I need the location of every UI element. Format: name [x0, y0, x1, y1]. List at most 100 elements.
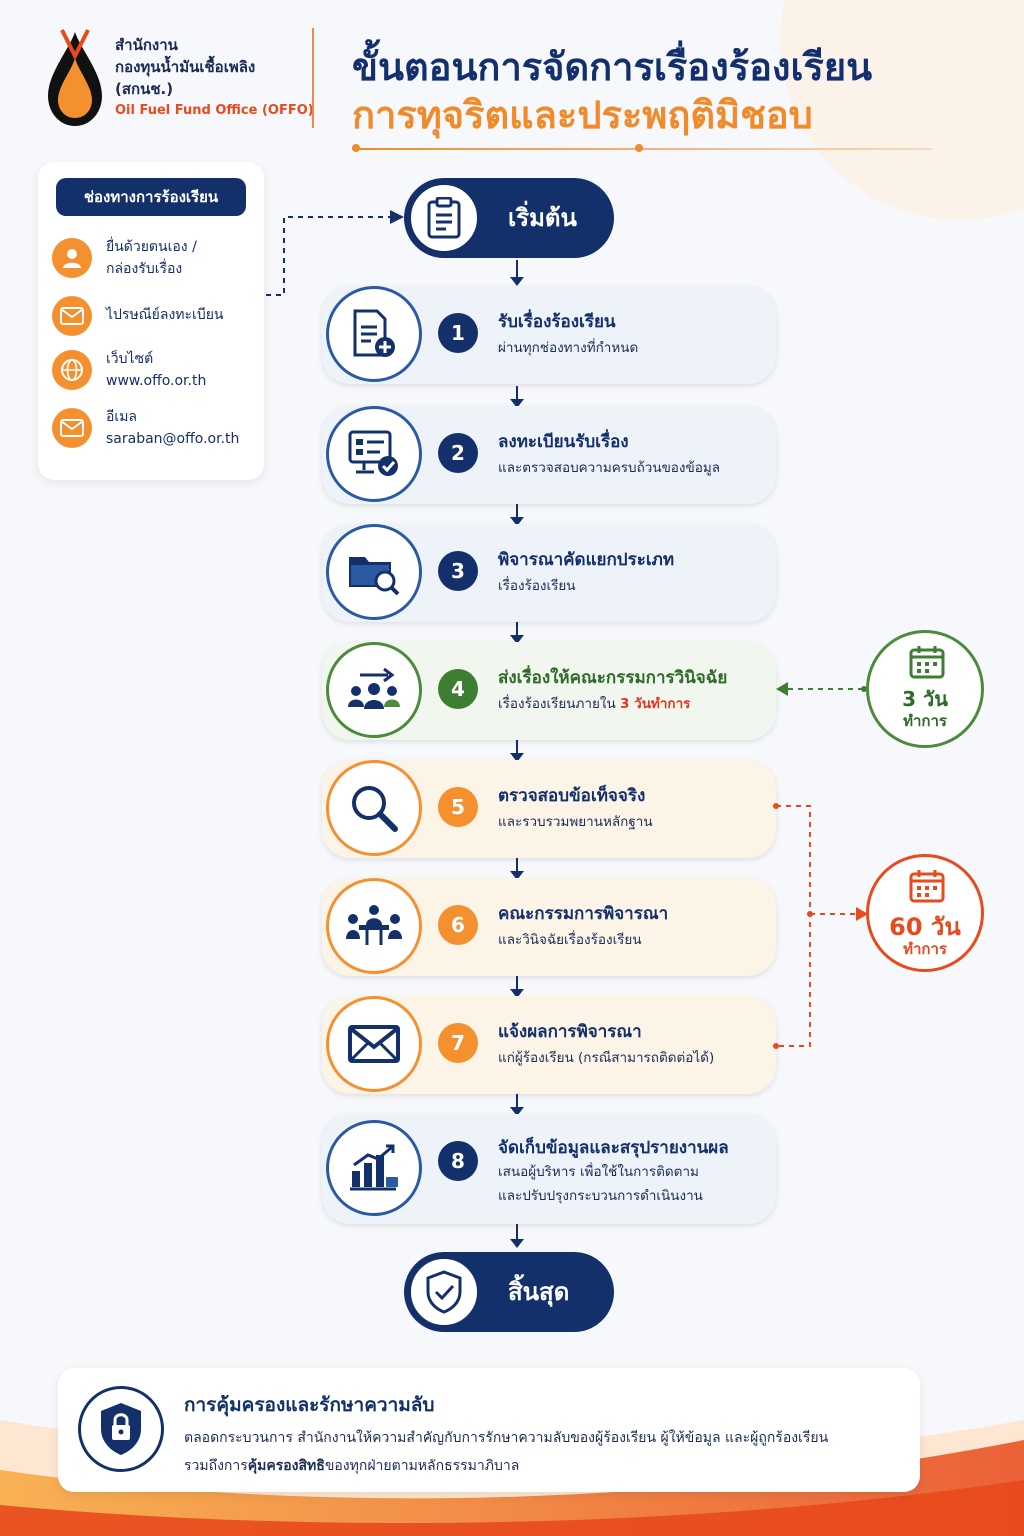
- envelope-icon: [326, 996, 422, 1092]
- title-dot: [352, 144, 360, 152]
- note-line2-prefix: รวมถึงการ: [184, 1458, 248, 1474]
- step-description: เรื่องร้องเรียนภายใน: [498, 696, 616, 712]
- step-description: เสนอผู้บริหาร เพื่อใช้ในการติดตาม: [498, 1164, 699, 1180]
- folder-search-icon: [326, 524, 422, 620]
- channel-label: ยื่นด้วยตนเอง /: [106, 239, 197, 255]
- report-chart-icon: [326, 1120, 422, 1216]
- lock-shield-icon: [78, 1386, 164, 1472]
- channels-title: ช่องทางการร้องเรียน: [56, 178, 246, 216]
- title-dot: [635, 144, 643, 152]
- step-description: และวินิจฉัยเรื่องร้องเรียน: [498, 932, 642, 948]
- channel-in-person: ยื่นด้วยตนเอง / กล่องรับเรื่อง: [52, 236, 262, 286]
- step-number: 4: [438, 669, 478, 709]
- step-8: 8 จัดเก็บข้อมูลและสรุปรายงานผล เสนอผู้บร…: [322, 1114, 776, 1224]
- deadline-badge-3-days: 3 วัน ทำการ: [866, 630, 984, 748]
- step-description: และปรับปรุงกระบวนการดำเนินงาน: [498, 1188, 703, 1204]
- flow-arrow: [510, 1094, 524, 1116]
- complaint-channels-panel: ช่องทางการร้องเรียน ยื่นด้วยตนเอง / กล่อ…: [38, 162, 264, 480]
- flow-arrow: [510, 1224, 524, 1248]
- confidentiality-note: การคุ้มครองและรักษาความลับ ตลอดกระบวนการ…: [58, 1368, 920, 1492]
- start-node: เริ่มต้น: [404, 178, 614, 258]
- step-title: ลงทะเบียนรับเรื่อง: [498, 432, 629, 452]
- start-label: เริ่มต้น: [508, 204, 577, 232]
- channel-email: อีเมล saraban@offo.or.th: [52, 406, 262, 456]
- step-number: 6: [438, 905, 478, 945]
- magnifier-icon: [326, 760, 422, 856]
- step-title: พิจารณาคัดแยกประเภท: [498, 550, 675, 570]
- step-title: ตรวจสอบข้อเท็จจริง: [498, 786, 646, 806]
- step-1: 1 รับเรื่องร้องเรียน ผ่านทุกช่องทางที่กำ…: [322, 286, 776, 384]
- step-number: 7: [438, 1023, 478, 1063]
- badge-days: 3 วัน: [902, 687, 948, 711]
- note-line1: ตลอดกระบวนการ สำนักงานให้ความสำคัญกับการ…: [184, 1430, 829, 1446]
- step-3: 3 พิจารณาคัดแยกประเภท เรื่องร้องเรียน: [322, 524, 776, 622]
- register-check-icon: [326, 406, 422, 502]
- deadline-badge-60-days: 60 วัน ทำการ: [866, 854, 984, 972]
- clipboard-icon: [408, 182, 480, 254]
- flow-arrow: [510, 858, 524, 880]
- org-line2: กองทุนน้ำมันเชื้อเพลิง: [115, 58, 256, 76]
- flow-arrow: [510, 260, 524, 286]
- channel-website: เว็บไซต์ www.offo.or.th: [52, 348, 262, 398]
- step-title: รับเรื่องร้องเรียน: [498, 312, 616, 332]
- step-4: 4 ส่งเรื่องให้คณะกรรมการวินิจฉัย เรื่องร…: [322, 642, 776, 740]
- calendar-icon: [909, 870, 945, 903]
- channel-detail[interactable]: saraban@offo.or.th: [106, 431, 240, 447]
- step-number: 5: [438, 787, 478, 827]
- flow-arrow: [510, 976, 524, 998]
- badge-unit: ทำการ: [903, 940, 947, 958]
- document-add-icon: [326, 286, 422, 382]
- person-icon: [52, 238, 92, 278]
- flow-arrow: [510, 386, 524, 408]
- step-title: คณะกรรมการพิจารณา: [498, 904, 669, 924]
- organization-name: สำนักงาน กองทุนน้ำมันเชื้อเพลิง (สกนช.) …: [115, 34, 314, 122]
- flow-arrow: [510, 740, 524, 762]
- step-number: 3: [438, 551, 478, 591]
- steps-5-7-deadline-connector: [773, 803, 868, 1049]
- channel-detail[interactable]: www.offo.or.th: [106, 373, 207, 389]
- shield-check-icon: [408, 1256, 480, 1328]
- step-title: ส่งเรื่องให้คณะกรรมการวินิจฉัย: [498, 668, 728, 688]
- flow-arrow: [510, 504, 524, 526]
- step-description: และตรวจสอบความครบถ้วนของข้อมูล: [498, 460, 721, 476]
- note-title: การคุ้มครองและรักษาความลับ: [184, 1394, 435, 1416]
- step-6: 6 คณะกรรมการพิจารณา และวินิจฉัยเรื่องร้อ…: [322, 878, 776, 976]
- committee-icon: [326, 642, 422, 738]
- step-title: จัดเก็บข้อมูลและสรุปรายงานผล: [498, 1138, 729, 1158]
- org-english-name: Oil Fuel Fund Office (OFFO): [115, 103, 314, 118]
- step-description: ผ่านทุกช่องทางที่กำหนด: [498, 340, 639, 356]
- page-title-line1: ขั้นตอนการจัดการเรื่องร้องเรียน: [352, 45, 873, 89]
- header-divider: [312, 28, 314, 128]
- step-number: 1: [438, 313, 478, 353]
- end-label: สิ้นสุด: [508, 1278, 570, 1306]
- step4-deadline-connector: [776, 682, 867, 696]
- note-line2-emphasis: คุ้มครองสิทธิ: [247, 1458, 325, 1474]
- calendar-icon: [909, 646, 945, 679]
- flow-arrow: [510, 622, 524, 644]
- step-7: 7 แจ้งผลการพิจารณา แก่ผู้ร้องเรียน (กรณี…: [322, 996, 776, 1094]
- header: สำนักงาน กองทุนน้ำมันเชื้อเพลิง (สกนช.) …: [40, 28, 990, 158]
- end-node: สิ้นสุด: [404, 1252, 614, 1332]
- org-line1: สำนักงาน: [115, 36, 178, 54]
- channel-detail: กล่องรับเรื่อง: [106, 261, 183, 277]
- meeting-icon: [326, 878, 422, 974]
- note-line2-suffix: ของทุกฝ่ายตามหลักธรรมาภิบาล: [324, 1458, 520, 1474]
- channel-registered-mail: ไปรษณีย์ลงทะเบียน: [52, 294, 262, 344]
- badge-days: 60 วัน: [889, 913, 961, 941]
- step-number: 8: [438, 1141, 478, 1181]
- step-2: 2 ลงทะเบียนรับเรื่อง และตรวจสอบความครบถ้…: [322, 406, 776, 504]
- step-description: และรวบรวมพยานหลักฐาน: [498, 814, 653, 830]
- org-line3: (สกนช.): [115, 80, 174, 98]
- step-deadline-highlight: 3 วันทำการ: [620, 696, 691, 712]
- email-icon: [52, 408, 92, 448]
- channel-label: อีเมล: [106, 409, 138, 425]
- mail-icon: [52, 296, 92, 336]
- step-5: 5 ตรวจสอบข้อเท็จจริง และรวบรวมพยานหลักฐา…: [322, 760, 776, 858]
- step-title: แจ้งผลการพิจารณา: [498, 1022, 642, 1042]
- step-description: แก่ผู้ร้องเรียน (กรณีสามารถติดต่อได้): [498, 1050, 715, 1066]
- step-description: เรื่องร้องเรียน: [498, 578, 576, 594]
- globe-icon: [52, 350, 92, 390]
- channel-label: ไปรษณีย์ลงทะเบียน: [106, 307, 224, 323]
- step-number: 2: [438, 433, 478, 473]
- channels-connector: [266, 210, 404, 296]
